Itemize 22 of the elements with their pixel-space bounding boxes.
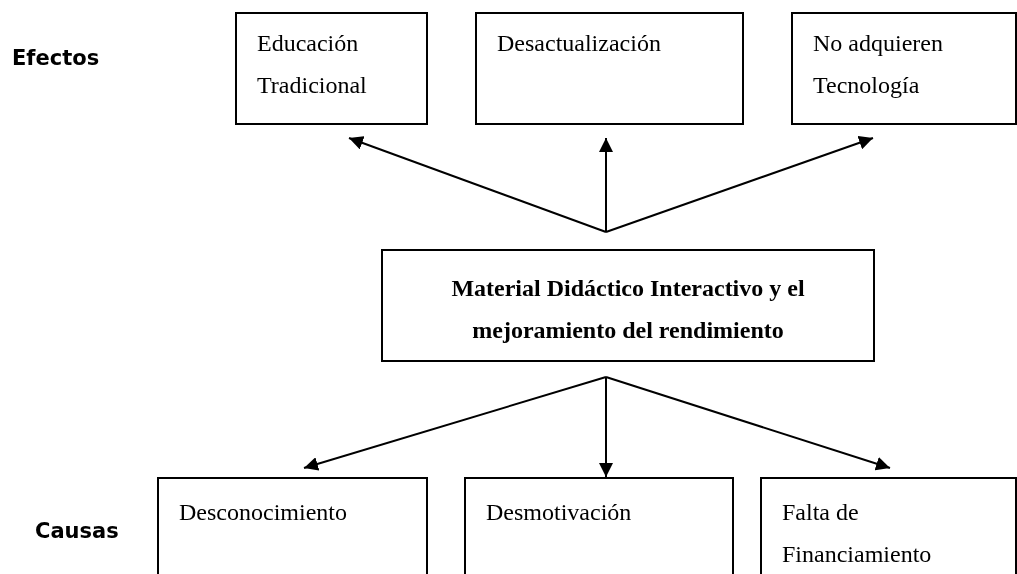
box-text: Desactualización <box>497 29 662 58</box>
arrow <box>605 136 874 233</box>
box-text: Falta de Financiamiento <box>782 498 933 569</box>
box-text: Educación Tradicional <box>257 29 368 100</box>
box-text: Material Didáctico Interactivo y el mejoramiento del rendimiento <box>450 274 806 345</box>
text-box <box>157 477 428 574</box>
text-box <box>381 249 875 362</box>
arrow <box>605 376 891 471</box>
row-heading: Efectos <box>12 45 100 72</box>
text-box <box>235 12 428 125</box>
arrow <box>348 136 607 233</box>
arrow <box>303 376 607 471</box>
row-heading: Causas <box>35 518 119 545</box>
arrow <box>599 376 613 478</box>
box-text: Desmotivación <box>486 498 633 527</box>
text-box <box>791 12 1017 125</box>
text-box <box>464 477 734 574</box>
box-text: No adquieren Tecnología <box>813 29 944 100</box>
box-text: Desconocimiento <box>179 498 348 527</box>
text-box <box>760 477 1017 574</box>
arrow <box>599 137 613 233</box>
text-box <box>475 12 744 125</box>
